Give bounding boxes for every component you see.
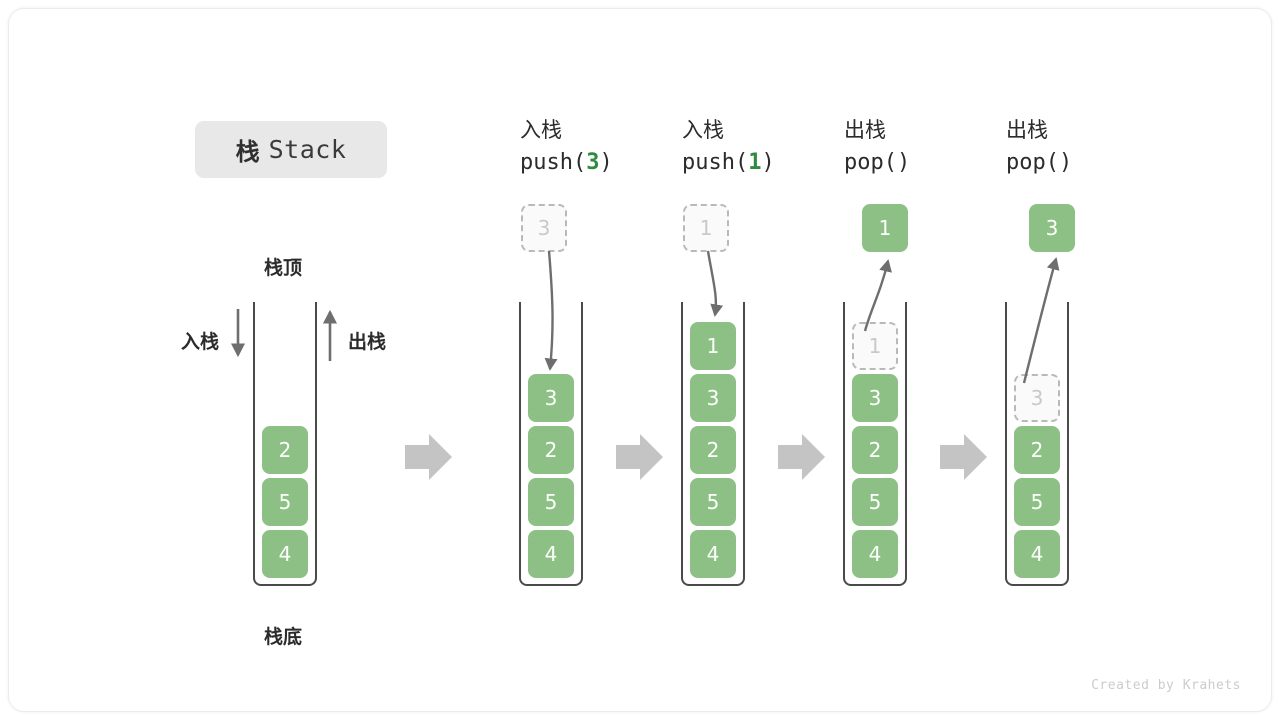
floating-cell-push-3: 3 (521, 204, 567, 252)
transition-arrow-2 (616, 434, 663, 480)
transition-arrow-1 (405, 434, 452, 480)
column-header-call: push(3) (520, 150, 613, 175)
transition-arrow-3 (778, 434, 825, 480)
transition-arrow-4 (940, 434, 987, 480)
column-header-call: push(1) (682, 150, 775, 175)
stack-cell: 3 (528, 374, 574, 422)
floating-cell-pop-3: 3 (1029, 204, 1075, 252)
stack-container-pop-3: 4 5 2 3 (1005, 302, 1069, 586)
stack-cell: 5 (262, 478, 308, 526)
title-latin: Stack (268, 135, 347, 164)
arrows-overlay (230, 250, 1060, 480)
label-push-side: 入栈 (181, 331, 220, 353)
column-header-push-1: 入栈 push(1) (682, 114, 775, 175)
stack-items-push-1: 4 5 2 3 1 (683, 320, 743, 580)
column-header-pop-1: 出栈 pop() (844, 114, 910, 175)
stack-cell: 4 (528, 530, 574, 578)
column-header-call: pop() (1006, 150, 1073, 175)
call-argument: 1 (748, 150, 762, 175)
stack-cell: 4 (852, 530, 898, 578)
title-cjk: 栈 (235, 138, 260, 166)
stack-items-pop-3: 4 5 2 3 (1007, 372, 1067, 580)
label-stack-top: 栈顶 (264, 257, 303, 279)
stack-items-initial: 4 5 2 (255, 424, 315, 580)
stack-cell: 3 (852, 374, 898, 422)
diagram-card: 栈 Stack 栈顶 栈底 入栈 出栈 入栈 push(3) 入栈 push(1… (8, 8, 1272, 712)
column-header-pop-3: 出栈 pop() (1006, 114, 1072, 175)
stack-cell-removed: 1 (852, 322, 898, 370)
stack-container-push-3: 4 5 2 3 (519, 302, 583, 586)
stack-cell: 5 (528, 478, 574, 526)
column-header-op: 出栈 (1006, 118, 1048, 142)
stack-cell: 2 (528, 426, 574, 474)
stack-cell: 1 (690, 322, 736, 370)
stack-cell: 5 (1014, 478, 1060, 526)
stack-cell: 4 (1014, 530, 1060, 578)
column-header-op: 入栈 (520, 118, 562, 142)
stack-cell: 2 (852, 426, 898, 474)
stack-cell: 4 (690, 530, 736, 578)
stack-container-pop-1: 4 5 2 3 1 (843, 302, 907, 586)
diagram-title-chip: 栈 Stack (195, 121, 387, 178)
column-header-call: pop() (844, 150, 911, 175)
footer-credit: Created by Krahets (1091, 678, 1241, 693)
stack-container-initial: 4 5 2 (253, 302, 317, 586)
call-argument: 3 (586, 150, 600, 175)
column-header-push-3: 入栈 push(3) (520, 114, 613, 175)
stack-cell: 4 (262, 530, 308, 578)
label-pop-side: 出栈 (348, 331, 387, 353)
column-header-op: 出栈 (844, 118, 886, 142)
stack-cell: 2 (690, 426, 736, 474)
column-header-op: 入栈 (682, 118, 724, 142)
label-stack-bottom: 栈底 (264, 626, 303, 648)
stack-cell: 3 (690, 374, 736, 422)
stack-cell-removed: 3 (1014, 374, 1060, 422)
stack-cell: 2 (262, 426, 308, 474)
stack-cell: 2 (1014, 426, 1060, 474)
stack-items-pop-1: 4 5 2 3 1 (845, 320, 905, 580)
floating-cell-pop-1: 1 (862, 204, 908, 252)
stack-items-push-3: 4 5 2 3 (521, 372, 581, 580)
stack-cell: 5 (690, 478, 736, 526)
stack-container-push-1: 4 5 2 3 1 (681, 302, 745, 586)
floating-cell-push-1: 1 (683, 204, 729, 252)
stack-cell: 5 (852, 478, 898, 526)
